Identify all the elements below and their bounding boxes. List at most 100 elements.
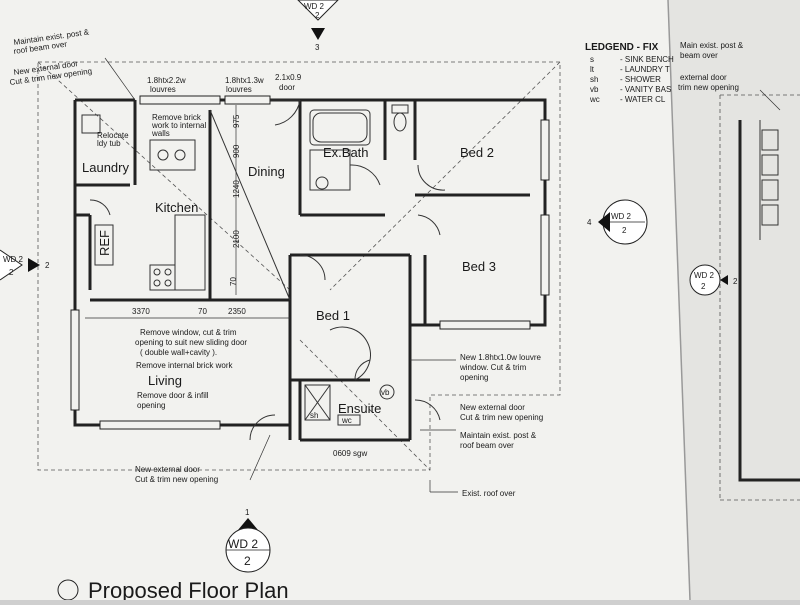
drawing-title: Proposed Floor Plan (88, 578, 289, 600)
svg-text:roof beam over: roof beam over (460, 441, 514, 450)
main-paper (0, 0, 690, 600)
svg-text:WD 2: WD 2 (228, 537, 258, 551)
svg-text:opening: opening (460, 373, 488, 382)
svg-text:door: door (279, 83, 295, 92)
svg-text:beam over: beam over (680, 51, 718, 60)
svg-text:Cut & trim new opening: Cut & trim new opening (460, 413, 543, 422)
svg-text:trim new opening: trim new opening (678, 83, 739, 92)
svg-text:Exist. roof over: Exist. roof over (462, 489, 516, 498)
svg-text:- SINK BENCH: - SINK BENCH (620, 55, 674, 64)
shower (304, 384, 331, 421)
svg-text:vb: vb (590, 85, 599, 94)
svg-text:- VANITY BAS: - VANITY BAS (620, 85, 671, 94)
svg-text:975: 975 (232, 114, 241, 128)
top-window-labels: 1.8htx2.2w louvres 1.8htx1.3w louvres 2.… (147, 73, 302, 94)
svg-text:2: 2 (315, 11, 320, 20)
svg-text:- SHOWER: - SHOWER (620, 75, 661, 84)
room-laundry: Laundry (82, 160, 129, 175)
svg-text:WD 2: WD 2 (304, 2, 325, 11)
annotation-notes: Maintain exist. post & roof beam over Ne… (9, 27, 543, 498)
room-living: Living (148, 373, 182, 388)
svg-text:New external door: New external door (135, 465, 200, 474)
fridge (94, 224, 114, 266)
svg-text:WD 2: WD 2 (3, 255, 24, 264)
svg-text:window. Cut & trim: window. Cut & trim (459, 363, 527, 372)
svg-text:sh: sh (590, 75, 598, 84)
svg-text:LEDGEND - FIX: LEDGEND - FIX (585, 42, 659, 53)
svg-text:Relocate: Relocate (97, 131, 129, 140)
windows (70, 95, 550, 430)
section-marker-right: WD 2 2 4 (587, 199, 648, 245)
svg-text:WD 2: WD 2 (611, 212, 632, 221)
interior-walls (75, 100, 530, 440)
svg-text:2.1x0.9: 2.1x0.9 (275, 73, 302, 82)
svg-text:Main exist. post &: Main exist. post & (680, 41, 744, 50)
svg-text:1240: 1240 (232, 180, 241, 198)
section-marker-left: WD 2 2 2 (0, 249, 50, 281)
fixture-vb: vb (381, 388, 390, 397)
fixture-sh: sh (310, 411, 318, 420)
room-ensuite: Ensuite (338, 401, 381, 416)
svg-text:2: 2 (622, 226, 627, 235)
room-bed1: Bed 1 (316, 308, 350, 323)
svg-text:2: 2 (9, 268, 14, 277)
room-ex-bath: Ex.Bath (323, 145, 369, 160)
room-bed2: Bed 2 (460, 145, 494, 160)
room-kitchen: Kitchen (155, 200, 198, 215)
svg-text:WD 2: WD 2 (694, 271, 715, 280)
svg-text:opening: opening (137, 401, 165, 410)
svg-text:70: 70 (229, 277, 238, 286)
svg-text:New 1.8htx1.0w louvre: New 1.8htx1.0w louvre (460, 353, 541, 362)
room-dining: Dining (248, 164, 285, 179)
svg-text:3370: 3370 (132, 307, 150, 316)
basin (315, 176, 329, 190)
svg-text:900: 900 (232, 144, 241, 158)
svg-text:2: 2 (733, 277, 738, 286)
legend: LEDGEND - FIX s - SINK BENCH lt - LAUNDR… (585, 42, 674, 104)
section-marker-top: WD 2 2 3 (297, 0, 339, 52)
svg-text:1: 1 (245, 508, 250, 517)
svg-text:ldy tub: ldy tub (97, 139, 121, 148)
vanity-basin (379, 384, 395, 400)
bathtub (309, 109, 371, 146)
svg-text:1.8htx1.3w: 1.8htx1.3w (225, 76, 264, 85)
svg-text:2: 2 (244, 554, 251, 568)
fixtures (81, 104, 409, 426)
svg-text:work to internal: work to internal (151, 121, 206, 130)
svg-text:lt: lt (590, 65, 595, 74)
room-ref: REF (97, 230, 112, 256)
svg-text:3: 3 (315, 43, 320, 52)
svg-text:70: 70 (198, 307, 207, 316)
wc (337, 414, 361, 426)
fixture-wc: wc (341, 416, 352, 425)
svg-text:4: 4 (587, 218, 592, 227)
svg-text:New external door: New external door (460, 403, 525, 412)
svg-text:2350: 2350 (228, 307, 246, 316)
svg-text:wc: wc (589, 95, 600, 104)
room-bed3: Bed 3 (462, 259, 496, 274)
svg-text:2100: 2100 (232, 230, 241, 248)
svg-text:( double wall+cavity ).: ( double wall+cavity ). (140, 348, 217, 357)
section-marker-bottom: 1 WD 2 2 (225, 508, 271, 573)
svg-text:2: 2 (701, 282, 706, 291)
svg-text:Remove brick: Remove brick (152, 113, 202, 122)
svg-text:0609 sgw: 0609 sgw (333, 449, 367, 458)
dimensions: 975 900 1240 2100 70 3370 70 2350 (85, 105, 290, 319)
svg-text:1.8htx2.2w: 1.8htx2.2w (147, 76, 186, 85)
svg-text:external door: external door (680, 73, 727, 82)
kitchen-bench (174, 214, 206, 291)
svg-text:s: s (590, 55, 594, 64)
svg-text:- WATER CL: - WATER CL (620, 95, 666, 104)
svg-text:Remove internal brick work: Remove internal brick work (136, 361, 233, 370)
second-sheet-content: Main exist. post & beam over external do… (678, 41, 800, 501)
svg-text:louvres: louvres (150, 85, 176, 94)
svg-text:Cut & trim new opening: Cut & trim new opening (135, 475, 218, 484)
svg-text:Remove window, cut & trim: Remove window, cut & trim (140, 328, 237, 337)
svg-text:- LAUNDRY T: - LAUNDRY T (620, 65, 670, 74)
svg-text:louvres: louvres (226, 85, 252, 94)
svg-text:opening to suit new sliding do: opening to suit new sliding door (135, 338, 247, 347)
laundry-tub (81, 114, 101, 134)
svg-text:Maintain exist. post &: Maintain exist. post & (460, 431, 537, 440)
svg-text:walls: walls (151, 129, 170, 138)
